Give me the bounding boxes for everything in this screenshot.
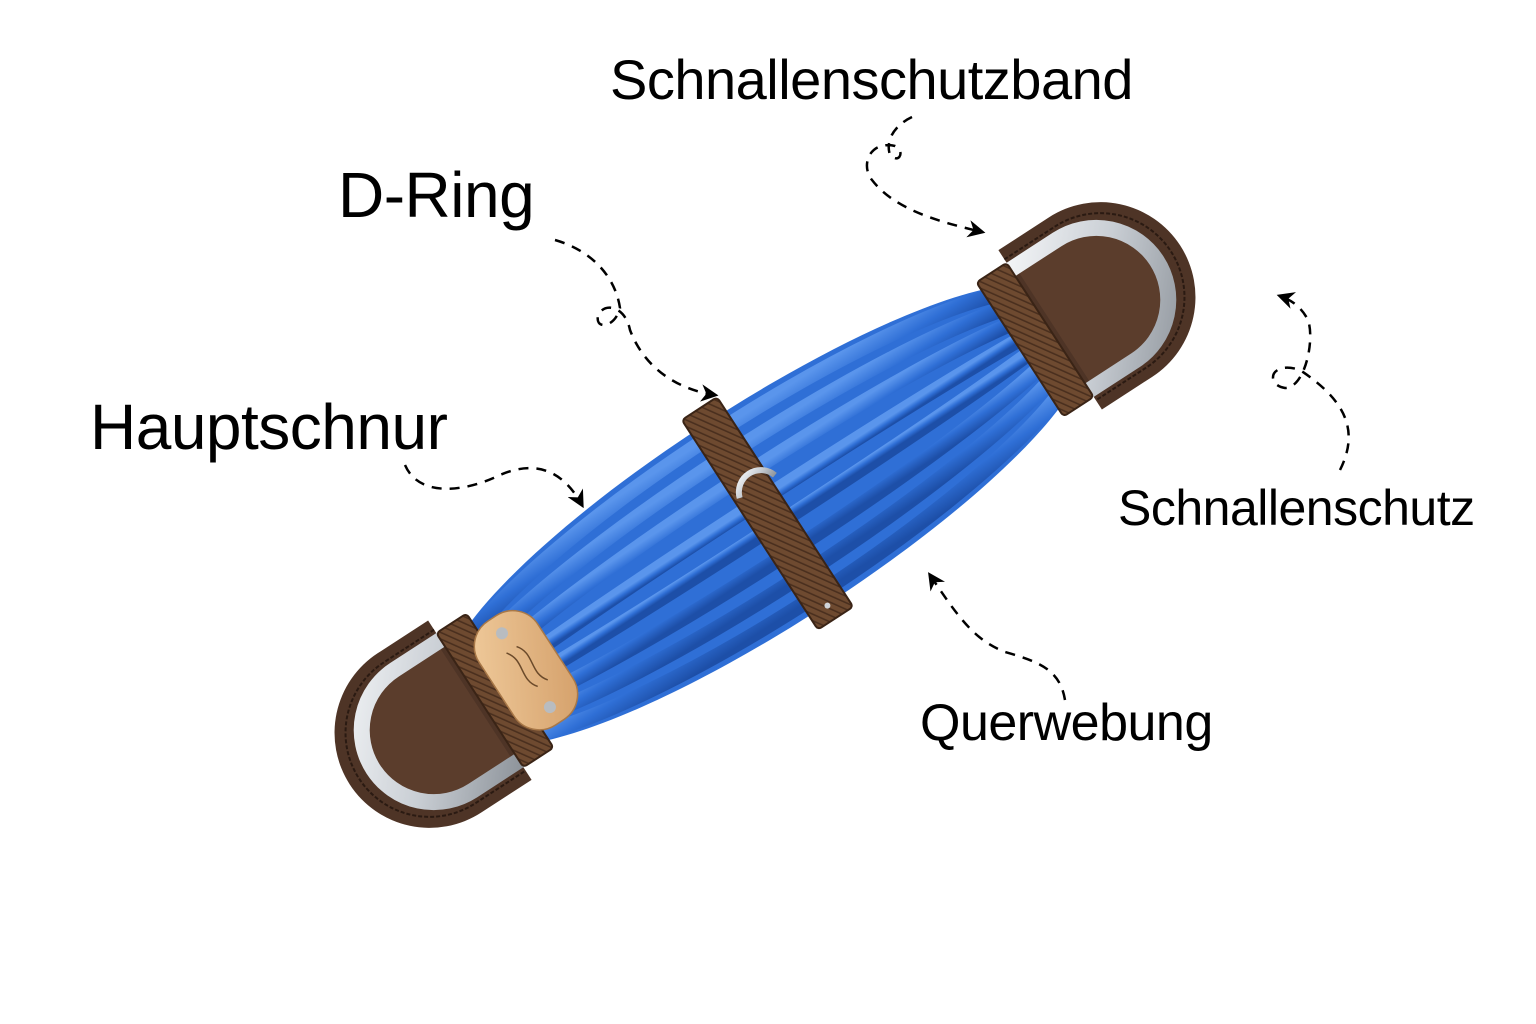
arrow-hauptschnur xyxy=(403,464,584,509)
callout-arrows xyxy=(403,115,1350,701)
buckle-right xyxy=(998,219,1177,401)
arrow-d-ring xyxy=(554,238,719,402)
arrow-schnallenschutz xyxy=(1271,292,1350,471)
arrow-querwebung xyxy=(928,572,1067,701)
label-schnallenschutz: Schnallenschutz xyxy=(1118,480,1475,536)
brand-badge xyxy=(473,609,579,731)
cross-weave-band xyxy=(682,397,853,630)
label-d-ring: D-Ring xyxy=(338,159,535,231)
buckle-keeper-band-right xyxy=(976,263,1094,416)
cinch xyxy=(334,202,1196,828)
label-schnallenschutzband: Schnallenschutzband xyxy=(610,48,1133,111)
label-querwebung: Querwebung xyxy=(920,694,1213,752)
label-hauptschnur: Hauptschnur xyxy=(90,391,448,463)
arrow-schnallenschutzband xyxy=(865,115,986,238)
buckle-left xyxy=(353,629,532,811)
d-ring xyxy=(735,467,777,499)
